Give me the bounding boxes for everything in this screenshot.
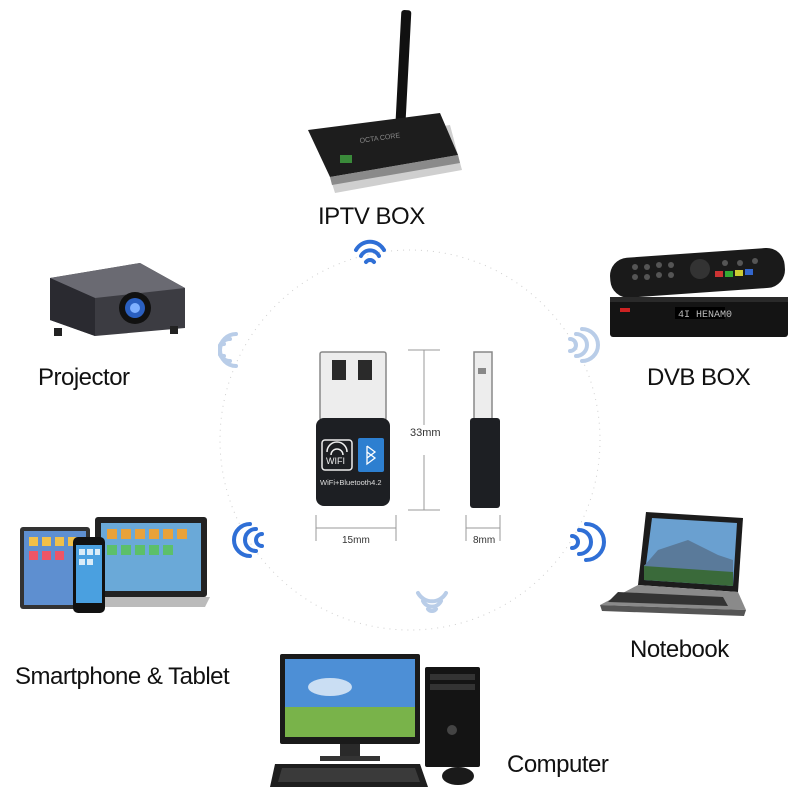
computer-image (270, 654, 480, 787)
usb-adapter-front-image (316, 351, 390, 506)
adapter-caption: WiFi+Bluetooth4.2 (320, 478, 382, 487)
height-dimension-label: 33mm (410, 427, 441, 439)
iptv-box-label: IPTV BOX (318, 203, 425, 230)
wifi-signal-icon (354, 239, 386, 264)
usb-adapter-side-image (470, 351, 500, 508)
depth-dimension-label: 8mm (472, 535, 497, 546)
adapter-badge-text: WIFI (326, 456, 345, 466)
wifi-signal-icon (568, 327, 600, 363)
width-dimension-label: 15mm (340, 535, 372, 546)
antenna (394, 9, 412, 141)
iptv-box-image: OCTA CORE (308, 9, 462, 193)
notebook-label: Notebook (630, 636, 729, 663)
projector-image (50, 263, 185, 336)
smartphone-tablet-label: Smartphone & Tablet (15, 663, 230, 690)
wifi-signal-icon (570, 522, 606, 562)
projector-label: Projector (38, 364, 130, 391)
wifi-signal-icon (416, 591, 448, 613)
wifi-signal-icon (232, 522, 264, 558)
svg-text:4I HENAM0: 4I HENAM0 (678, 310, 732, 321)
wifi-signal-icon (218, 332, 238, 368)
dvb-box-image: 4I HENAM0 (610, 247, 788, 337)
dvb-box-label: DVB BOX (647, 364, 751, 391)
notebook-image (600, 512, 746, 616)
computer-label: Computer (507, 751, 609, 778)
smartphone-tablet-image (20, 517, 210, 613)
dimension-lines (315, 349, 501, 541)
tower (425, 667, 480, 767)
